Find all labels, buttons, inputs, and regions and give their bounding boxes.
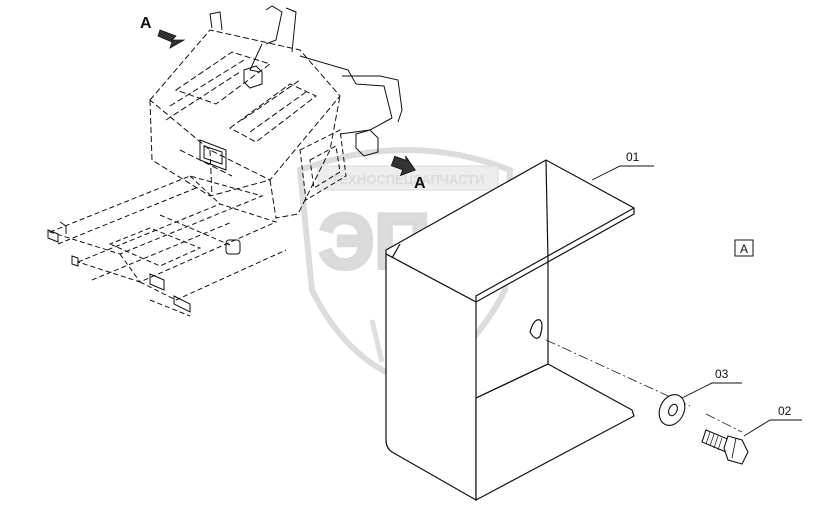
upper-rails — [209, 5, 403, 135]
callout-02-label: 02 — [778, 404, 792, 418]
callout-02-leader — [743, 419, 802, 437]
cover-back-edge — [545, 159, 549, 261]
view-arrow-top-label: A — [140, 15, 152, 32]
cover-bottom-flange — [475, 363, 635, 501]
arrow-left-icon — [390, 155, 416, 177]
bolt-02 — [701, 429, 749, 465]
callout-03-leader — [681, 382, 742, 399]
grain-tank-housing — [149, 29, 341, 219]
cover-panel-01 — [385, 159, 635, 502]
view-arrow-mid-label: A — [414, 175, 426, 192]
chassis-solid-parts — [47, 221, 241, 313]
arrow-right-icon — [157, 29, 186, 49]
view-arrow-top: A — [140, 15, 186, 49]
view-label-box-text: A — [740, 242, 748, 256]
callout-02: 02 — [743, 404, 802, 437]
view-arrow-mid: A — [390, 155, 426, 192]
cover-top-edge — [475, 207, 635, 302]
machine-frame-assembly — [47, 5, 403, 317]
callout-01: 01 — [591, 150, 654, 181]
callout-03: 03 — [681, 367, 742, 399]
small-covers — [199, 65, 379, 171]
washer-03 — [658, 394, 686, 426]
cover-slot-hole — [529, 319, 543, 339]
callout-01-label: 01 — [626, 150, 640, 164]
callout-01-leader — [591, 165, 654, 181]
watermark-company-name: ТЕХНОСПЕЦЗАПЧАСТИ — [332, 172, 485, 187]
bolt-hex-head — [723, 435, 749, 465]
cover-front-face — [385, 253, 477, 502]
chassis-frame — [48, 175, 287, 317]
view-label-box: A — [734, 239, 754, 257]
assembly-centre-line — [545, 339, 743, 433]
callout-03-label: 03 — [715, 367, 729, 381]
side-door-panel — [299, 129, 347, 201]
cover-side-wall — [475, 260, 549, 399]
